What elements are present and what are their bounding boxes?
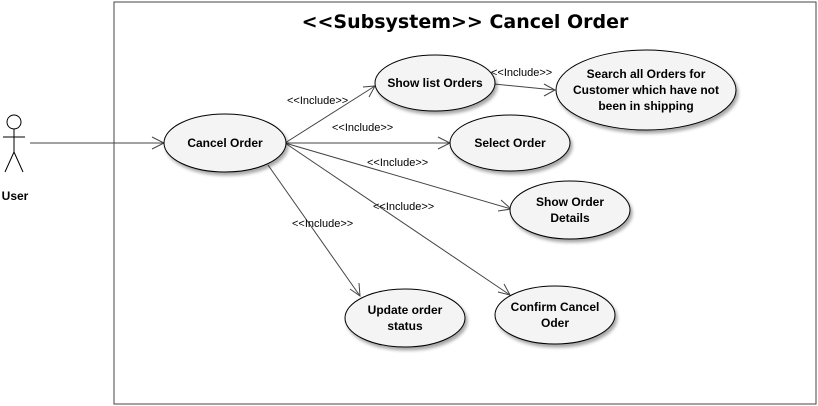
use-case-label: Cancel Order [187,136,263,150]
use-case-label-line-1: Show Order [536,195,604,209]
actor-right-leg [13,151,24,173]
include-label-select: <<Include>> [332,122,393,134]
use-case-label: Select Order [474,136,546,150]
use-case-label-line-1: Confirm Cancel [511,300,600,314]
use-case-label: Show list Orders [387,76,483,90]
include-label-update: <<Include>> [292,218,353,230]
use-case-select-order[interactable]: Select Order [449,114,571,172]
include-label-search: <<Include>> [491,67,552,79]
use-case-label-line-2: Customer which have not [573,83,719,97]
include-arrowhead-confirm [497,283,511,296]
include-line-confirm [284,142,511,296]
use-case-label-line-2: Details [550,211,590,225]
use-case-update-order-status[interactable]: Update order status [344,288,466,348]
include-label-confirm: <<Include>> [373,201,434,213]
actor-head [6,114,22,130]
use-case-search-all-orders[interactable]: Search all Orders for Customer which hav… [555,49,737,131]
include-line-details [284,142,512,210]
use-case-label-line-2: status [387,319,423,333]
include-line-update [267,164,361,297]
actor-left-leg [4,151,15,173]
subsystem-title: <<Subsystem>> Cancel Order [302,11,629,33]
include-line-show-list [284,85,376,144]
include-label-details: <<Include>> [367,157,428,169]
use-case-label-line-2: Oder [541,316,569,330]
actor-user[interactable]: User [2,114,29,203]
use-case-label-line-1: Update order [368,303,443,317]
use-case-label-line-1: Search all Orders for [587,67,706,81]
use-case-label-line-3: been in shipping [598,99,693,113]
actor-label: User [2,189,29,203]
use-case-confirm-cancel-order[interactable]: Confirm Cancel Oder [494,285,616,345]
include-arrowhead-search [543,83,557,97]
use-case-show-order-details[interactable]: Show Order Details [509,180,631,240]
include-line-search [493,83,556,91]
use-case-show-list-orders[interactable]: Show list Orders [374,54,496,112]
include-arrowhead-update [349,282,361,298]
use-case-cancel-order[interactable]: Cancel Order [163,113,287,173]
include-label-show-list: <<Include>> [287,95,348,107]
